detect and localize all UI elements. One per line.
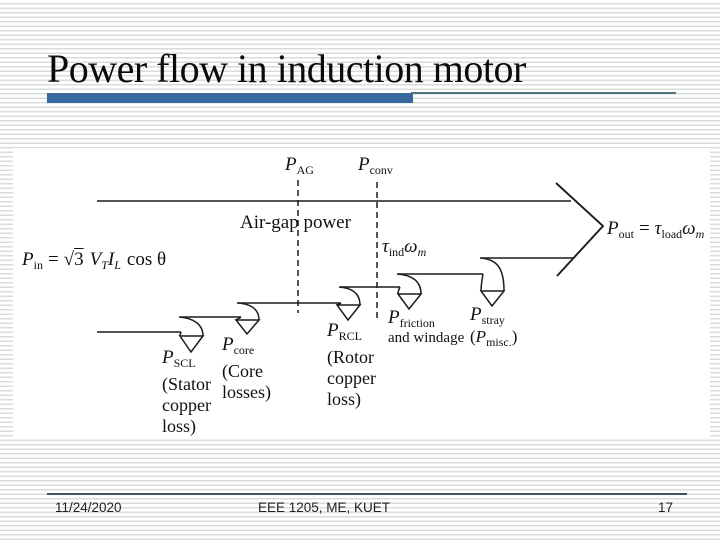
friction-down-arrowhead-icon xyxy=(396,293,423,311)
power-flow-svg xyxy=(97,180,605,354)
loss-branch-stray xyxy=(479,257,506,308)
rcl-down-arrowhead-icon xyxy=(335,304,362,322)
loss-branch-friction xyxy=(396,273,423,311)
loss-label-rcl: PRCL (Rotor copper loss) xyxy=(327,320,376,409)
loss-label-scl: PSCL (Stator copper loss) xyxy=(162,347,211,436)
label-pout-formula: Pout=τloadωm xyxy=(607,218,705,241)
friction-branch-curve xyxy=(396,273,422,295)
title-rule-line xyxy=(411,92,676,94)
label-pag: PAG xyxy=(285,154,314,177)
stray-down-arrowhead-icon xyxy=(479,290,506,308)
loss-label-friction: Pfriction and windage xyxy=(388,307,465,346)
main-flow-lines xyxy=(97,182,605,333)
core-down-arrowhead-icon xyxy=(234,319,261,336)
footer-rule-line xyxy=(47,493,687,495)
loss-branch-core xyxy=(234,302,261,336)
loss-label-core: Pcore (Core losses) xyxy=(222,334,271,402)
scl-branch-curve xyxy=(178,316,204,337)
friction-branch-curve-inner xyxy=(397,286,401,295)
loss-branch-rcl xyxy=(335,286,362,322)
stage-divider-lines xyxy=(297,180,378,318)
slide-title: Power flow in induction motor xyxy=(47,46,526,91)
label-pconv: Pconv xyxy=(358,154,393,177)
rcl-branch-curve xyxy=(338,286,361,306)
stray-branch-curve-inner xyxy=(480,273,484,292)
output-arrowhead-icon xyxy=(555,182,605,277)
sqrt-icon: √ xyxy=(63,249,75,270)
stray-branch-curve xyxy=(479,257,505,292)
footer-page-number: 17 xyxy=(658,500,674,515)
label-tau-ind: τindωm xyxy=(382,236,427,259)
loss-branch-scl xyxy=(178,316,205,354)
loss-label-stray: Pstray (Pmisc.) xyxy=(470,304,518,349)
label-airgap-power: Air-gap power xyxy=(240,212,351,233)
scl-down-arrowhead-icon xyxy=(178,335,205,354)
core-branch-curve xyxy=(237,302,260,321)
footer-date: 11/24/2020 xyxy=(55,500,122,515)
footer-course-label: EEE 1205, ME, KUET xyxy=(258,500,391,515)
title-accent-bar xyxy=(47,93,413,103)
